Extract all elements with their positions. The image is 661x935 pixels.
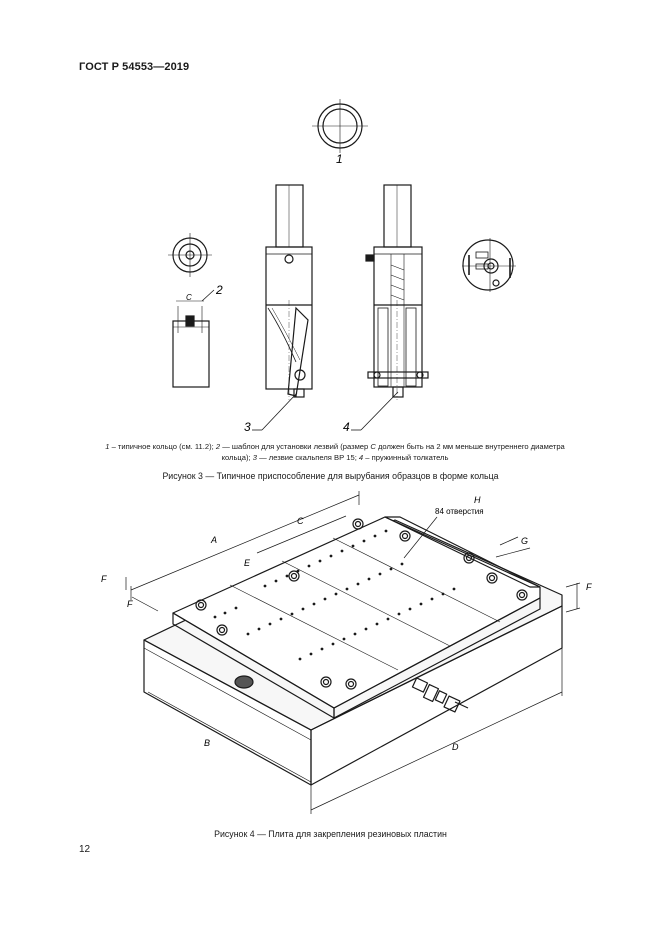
template-top-view	[168, 233, 212, 277]
label-e: E	[244, 558, 251, 568]
cutter-top-view	[462, 238, 516, 292]
label-a: A	[210, 535, 217, 545]
page-header: ГОСТ Р 54553—2019	[79, 61, 190, 73]
label-b: B	[204, 738, 210, 748]
bolt-holes	[195, 518, 528, 690]
label-h: H	[474, 495, 481, 505]
label-c: C	[297, 516, 304, 526]
hole-rows	[213, 529, 456, 661]
vacuum-fitting	[411, 677, 469, 713]
cutter-side-view	[365, 184, 429, 400]
plate-grooves	[229, 537, 501, 671]
label-g: G	[521, 536, 528, 546]
figure-4-caption: Рисунок 4 — Плита для закрепления резино…	[214, 829, 447, 839]
dimension-c-fig3: C	[186, 293, 192, 302]
callout-1: 1	[336, 152, 343, 166]
label-f-right: F	[586, 582, 592, 592]
cutter-front-view	[265, 184, 313, 400]
clamp-plate	[172, 516, 541, 719]
label-f-left-top: F	[101, 574, 107, 584]
callout-3: 3	[244, 420, 251, 434]
figure-3-legend: 1 – типичное кольцо (см. 11.2); 2 — шабл…	[105, 442, 565, 462]
callout-4: 4	[343, 420, 350, 434]
label-f-left: F	[127, 599, 133, 609]
label-d: D	[452, 742, 459, 752]
figure-3-caption: Рисунок 3 — Типичное приспособление для …	[162, 471, 499, 481]
ring-view	[312, 99, 368, 153]
page-number: 12	[79, 844, 91, 855]
callout-2: 2	[215, 283, 223, 297]
template-side-view	[172, 289, 215, 388]
label-holes-count: 84 отверстия	[435, 507, 484, 516]
dimension-lines	[125, 491, 581, 814]
